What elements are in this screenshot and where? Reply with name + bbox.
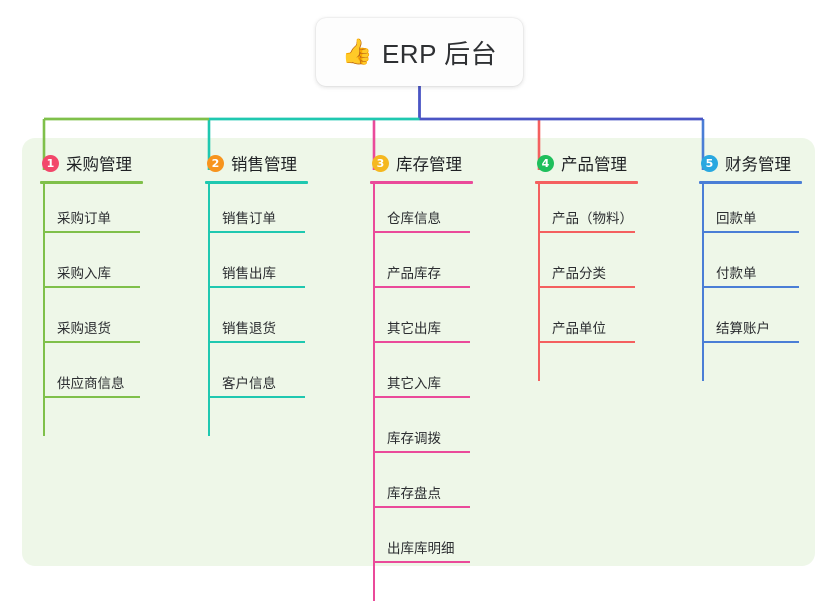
leaf-node[interactable]: 采购退货 [43, 309, 140, 343]
leaf-node-label: 库存调拨 [387, 431, 441, 446]
leaf-node-label: 其它出库 [387, 321, 441, 336]
leaf-node-label: 产品单位 [552, 321, 606, 336]
leaf-node-label: 客户信息 [222, 376, 276, 391]
leaf-node[interactable]: 库存调拨 [373, 419, 470, 453]
branch-underline [535, 181, 638, 184]
leaf-node-underline [538, 286, 635, 288]
branch-column-5: 5 财务管理回款单付款单结算账户 [699, 146, 802, 381]
leaf-node-underline [373, 286, 470, 288]
leaf-node[interactable]: 采购订单 [43, 199, 140, 233]
leaf-node-underline [702, 231, 799, 233]
leaf-node-label: 结算账户 [716, 321, 770, 336]
leaf-node-underline [43, 231, 140, 233]
leaf-node-label: 库存盘点 [387, 486, 441, 501]
branch-number-badge: 1 [42, 154, 59, 172]
leaf-node-underline [43, 341, 140, 343]
leaf-node[interactable]: 销售出库 [208, 254, 305, 288]
leaf-node-label: 采购退货 [57, 321, 111, 336]
branches-background-panel [22, 138, 815, 566]
leaf-node[interactable]: 其它出库 [373, 309, 470, 343]
branch-spine [702, 184, 704, 381]
leaf-node[interactable]: 销售订单 [208, 199, 305, 233]
branch-number-badge: 5 [701, 154, 718, 172]
leaf-node-underline [208, 341, 305, 343]
leaf-node[interactable]: 客户信息 [208, 364, 305, 398]
leaf-node-underline [373, 231, 470, 233]
leaf-node-label: 产品库存 [387, 266, 441, 281]
branch-spine [43, 184, 45, 436]
branch-underline [205, 181, 308, 184]
leaf-node[interactable]: 产品库存 [373, 254, 470, 288]
root-node-erp-backend[interactable]: 👍 ERP 后台 [316, 18, 523, 86]
leaf-node-underline [373, 396, 470, 398]
leaf-node-label: 产品（物料） [552, 211, 633, 226]
branch-title: 采购管理 [66, 156, 132, 174]
leaf-node[interactable]: 采购入库 [43, 254, 140, 288]
leaf-node-underline [208, 231, 305, 233]
leaf-node-label: 采购入库 [57, 266, 111, 281]
leaf-node[interactable]: 出库库明细 [373, 529, 470, 563]
leaf-node-underline [43, 396, 140, 398]
root-node-label: ERP 后台 [381, 38, 498, 69]
branch-underline [370, 181, 473, 184]
leaf-node-underline [208, 396, 305, 398]
branch-title: 产品管理 [561, 156, 627, 174]
branch-column-1: 1 采购管理采购订单采购入库采购退货供应商信息 [40, 146, 143, 436]
leaf-node-underline [373, 341, 470, 343]
leaf-node-label: 销售出库 [222, 266, 276, 281]
leaf-node[interactable]: 回款单 [702, 199, 799, 233]
leaf-node[interactable]: 产品分类 [538, 254, 635, 288]
leaf-node[interactable]: 供应商信息 [43, 364, 140, 398]
leaf-node-label: 仓库信息 [387, 211, 441, 226]
leaf-node-label: 销售订单 [222, 211, 276, 226]
branch-title: 财务管理 [725, 156, 791, 174]
branch-underline [699, 181, 802, 184]
branch-header-1[interactable]: 1 采购管理 [40, 146, 143, 180]
branch-title: 销售管理 [231, 156, 297, 174]
branch-header-3[interactable]: 3 库存管理 [370, 146, 473, 180]
leaf-node-label: 产品分类 [552, 266, 606, 281]
leaf-node-label: 付款单 [716, 266, 757, 281]
thumbs-up-icon: 👍 [341, 37, 373, 66]
leaf-node-underline [702, 341, 799, 343]
leaf-node-underline [43, 286, 140, 288]
leaf-node[interactable]: 产品单位 [538, 309, 635, 343]
leaf-node-label: 供应商信息 [57, 376, 125, 391]
branch-header-4[interactable]: 4 产品管理 [535, 146, 638, 180]
branch-spine [538, 184, 540, 381]
branch-spine [373, 184, 375, 601]
branch-number-badge: 2 [207, 154, 224, 172]
leaf-node[interactable]: 付款单 [702, 254, 799, 288]
leaf-node-underline [208, 286, 305, 288]
leaf-node-underline [373, 561, 470, 563]
branch-column-2: 2 销售管理销售订单销售出库销售退货客户信息 [205, 146, 308, 436]
branch-number-badge: 3 [372, 154, 389, 172]
leaf-node-underline [373, 451, 470, 453]
branch-number-badge: 4 [537, 154, 554, 172]
leaf-node[interactable]: 销售退货 [208, 309, 305, 343]
leaf-node-label: 出库库明细 [387, 541, 455, 556]
leaf-node[interactable]: 结算账户 [702, 309, 799, 343]
leaf-node-underline [373, 506, 470, 508]
leaf-node-label: 其它入库 [387, 376, 441, 391]
mindmap-canvas: 👍 ERP 后台 1 采购管理采购订单采购入库采购退货供应商信息 2 销售管理销售订单… [22, 18, 815, 601]
leaf-node[interactable]: 仓库信息 [373, 199, 470, 233]
leaf-node-label: 销售退货 [222, 321, 276, 336]
branch-spine [208, 184, 210, 436]
leaf-node-underline [702, 286, 799, 288]
branch-header-5[interactable]: 5 财务管理 [699, 146, 802, 180]
leaf-node[interactable]: 产品（物料） [538, 199, 635, 233]
leaf-node-label: 回款单 [716, 211, 757, 226]
branch-column-4: 4 产品管理产品（物料） 产品分类产品单位 [535, 146, 638, 381]
branch-underline [40, 181, 143, 184]
leaf-node[interactable]: 库存盘点 [373, 474, 470, 508]
branch-column-3: 3 库存管理仓库信息产品库存其它出库其它入库库存调拨库存盘点出库库明细 [370, 146, 473, 601]
leaf-node-label: 采购订单 [57, 211, 111, 226]
root-node-content: 👍 ERP 后台 [342, 34, 497, 71]
leaf-node-underline [538, 341, 635, 343]
branch-header-2[interactable]: 2 销售管理 [205, 146, 308, 180]
leaf-node-underline [538, 231, 635, 233]
branch-title: 库存管理 [396, 156, 462, 174]
leaf-node[interactable]: 其它入库 [373, 364, 470, 398]
